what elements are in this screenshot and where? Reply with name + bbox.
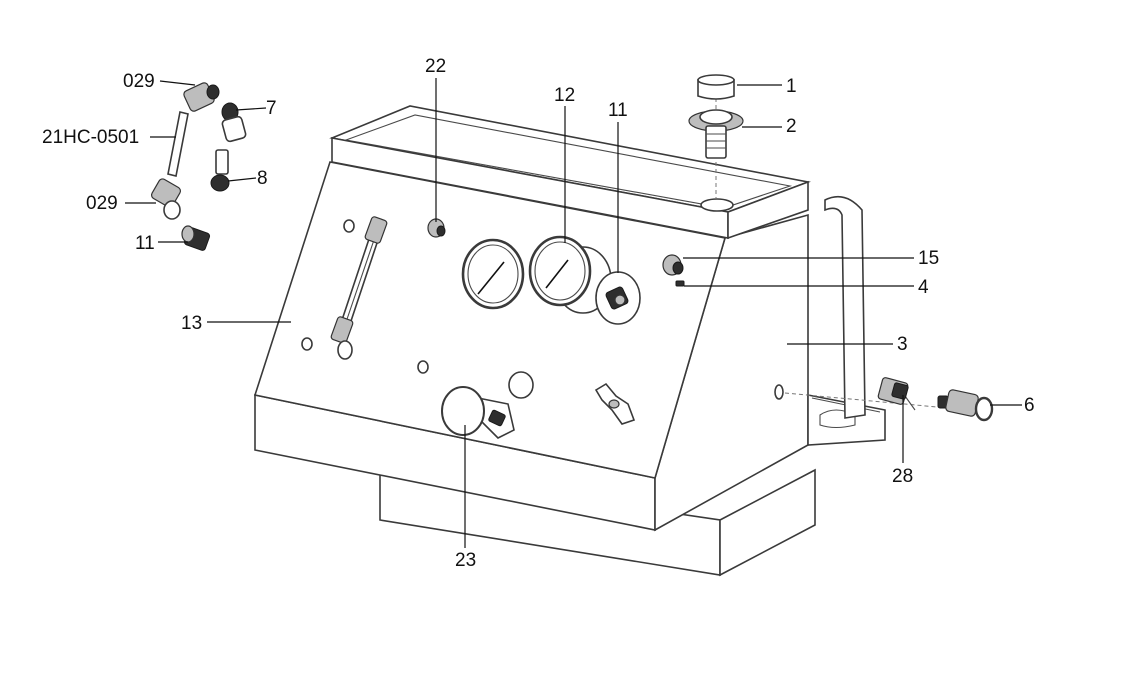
sight-tube-kit — [150, 82, 247, 251]
callout-029-bottom: 029 — [86, 193, 118, 214]
callout-029-top: 029 — [123, 71, 155, 92]
callout-15: 15 — [918, 248, 940, 269]
callout-7: 7 — [266, 98, 277, 119]
callout-11-left: 11 — [135, 233, 155, 254]
callout-3: 3 — [897, 334, 908, 355]
side-bracket-and-pipe — [807, 195, 886, 446]
callout-2: 2 — [786, 116, 797, 137]
callout-11-panel: 11 — [608, 100, 628, 121]
leader-lines — [125, 78, 1022, 548]
callout-1: 1 — [786, 76, 797, 97]
callout-22: 22 — [425, 56, 447, 77]
callout-21hc-0501: 21HC-0501 — [42, 127, 140, 148]
callout-28: 28 — [892, 466, 914, 487]
filler-cap-assembly — [688, 74, 744, 198]
callout-13: 13 — [181, 313, 203, 334]
callout-8: 8 — [257, 168, 268, 189]
callout-4: 4 — [918, 277, 929, 298]
callout-6: 6 — [1024, 395, 1035, 416]
front-panel-details — [301, 216, 784, 439]
callout-12: 12 — [554, 85, 576, 106]
callout-23: 23 — [455, 550, 477, 571]
outlet-fittings — [784, 377, 994, 422]
